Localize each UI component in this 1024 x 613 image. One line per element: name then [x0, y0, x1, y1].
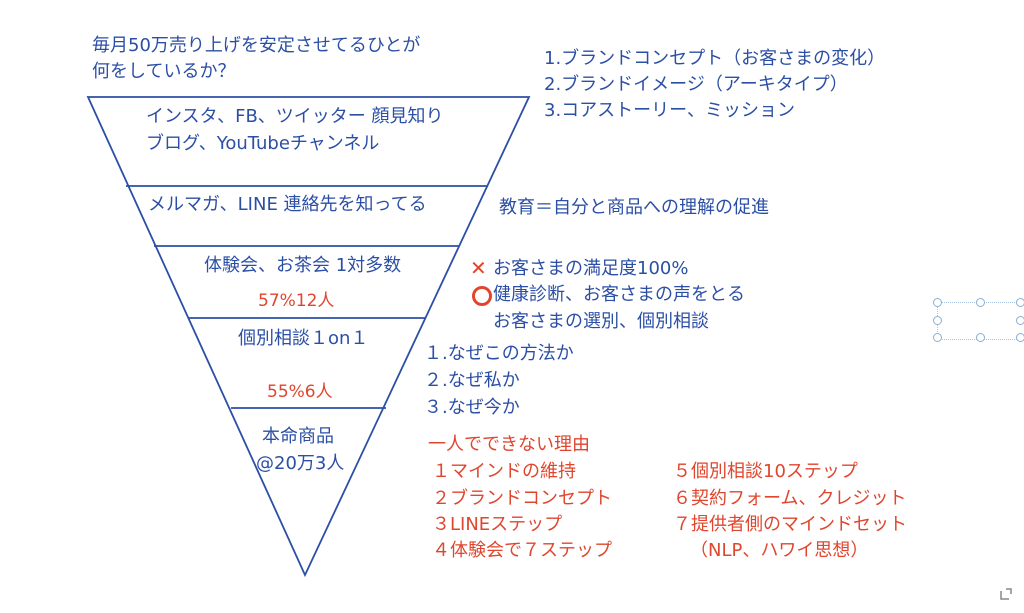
funnel-level5-line2: @20万3人: [256, 453, 345, 474]
reason-left-2: ２ブランドコンセプト: [432, 488, 612, 509]
circle-mark-icon: [472, 286, 492, 306]
brand-item-3: 3.コアストーリー、ミッション: [544, 100, 795, 121]
selection-handle[interactable]: [933, 316, 942, 325]
why-item-2: ２.なぜ私か: [424, 370, 520, 391]
funnel-level3-rate: 57%12人: [258, 291, 335, 311]
selection-handle[interactable]: [976, 333, 985, 342]
cross-mark-icon: ✕: [470, 256, 487, 280]
reason-left-4: ４体験会で７ステップ: [432, 540, 612, 561]
satisfaction-good: 健康診断、お客さまの声をとる: [493, 284, 745, 305]
funnel-level3-line1: 体験会、お茶会 1対多数: [204, 255, 402, 276]
brand-item-1: 1.ブランドコンセプト（お客さまの変化）: [544, 48, 886, 69]
reason-left-3: ３LINEステップ: [432, 514, 563, 535]
reason-right-2: ６契約フォーム、クレジット: [673, 488, 907, 509]
selection-handle[interactable]: [1016, 333, 1024, 342]
title-line-1: 毎月50万売り上げを安定させてるひとが: [92, 35, 421, 56]
reason-right-1: ５個別相談10ステップ: [673, 461, 858, 482]
funnel-level1-line2: ブログ、YouTubeチャンネル: [146, 133, 380, 154]
selection-handle[interactable]: [933, 333, 942, 342]
title-line-2: 何をしているか？: [92, 61, 236, 82]
reason-right-3: ７提供者側のマインドセット: [673, 514, 907, 535]
selection-handle[interactable]: [1016, 298, 1024, 307]
brand-item-2: 2.ブランドイメージ（アーキタイプ）: [544, 74, 848, 95]
funnel-outline: [86, 96, 531, 578]
why-item-3: ３.なぜ今か: [424, 397, 520, 418]
selection-handle[interactable]: [933, 298, 942, 307]
education-label: 教育＝自分と商品への理解の促進: [499, 197, 769, 218]
satisfaction-bad: お客さまの満足度100%: [493, 258, 689, 279]
funnel-level4-rate: 55%6人: [267, 382, 333, 402]
funnel-level2-line1: メルマガ、LINE 連絡先を知ってる: [148, 194, 427, 215]
funnel-level1-line1: インスタ、FB、ツイッター 顔見知り: [146, 106, 444, 127]
selection-handle[interactable]: [1016, 316, 1024, 325]
satisfaction-good2: お客さまの選別、個別相談: [493, 311, 709, 332]
why-item-1: １.なぜこの方法か: [424, 343, 574, 364]
expand-corner-icon[interactable]: [998, 586, 1014, 602]
reason-left-1: １マインドの維持: [432, 461, 576, 482]
selection-handle[interactable]: [976, 298, 985, 307]
funnel-level5-line1: 本命商品: [262, 426, 334, 447]
reasons-heading: 一人でできない理由: [428, 434, 590, 455]
funnel-level4-line1: 個別相談１on１: [238, 328, 369, 349]
reason-right-4: （NLP、ハワイ思想）: [690, 540, 869, 561]
